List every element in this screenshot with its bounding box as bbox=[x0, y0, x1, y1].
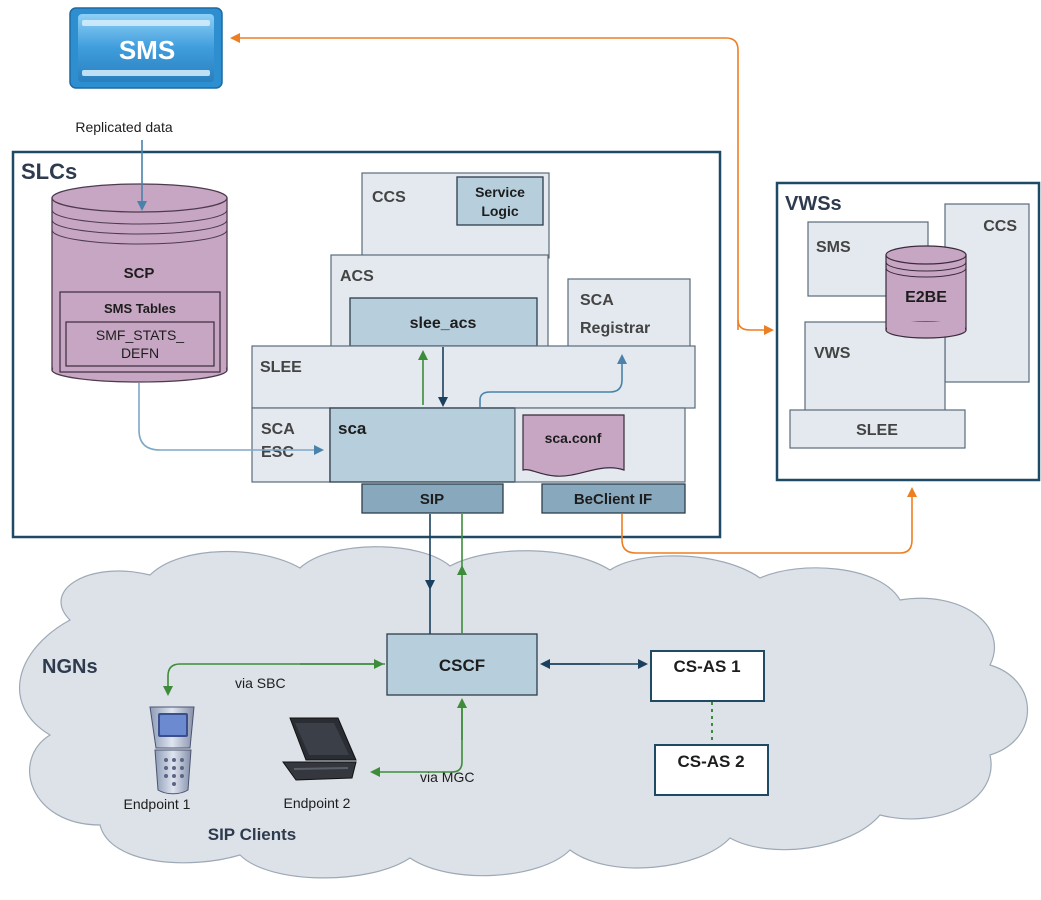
arrow-sca-to-registrar bbox=[479, 354, 627, 407]
sip-box bbox=[361, 483, 504, 514]
sms-tables-label: SMS Tables bbox=[104, 301, 176, 316]
mobile-phone-icon bbox=[149, 706, 195, 795]
vwss-ccs-label: CCS bbox=[983, 218, 1017, 235]
arrow-sms-vwss bbox=[230, 33, 739, 330]
service-logic-line2: Logic bbox=[481, 203, 519, 219]
sip-label: SIP bbox=[420, 491, 444, 508]
scp-label: SCP bbox=[124, 265, 155, 282]
endpoint-2-label: Endpoint 2 bbox=[284, 795, 351, 811]
ngns-cloud bbox=[18, 546, 1028, 879]
cs-as-2-label: CS-AS 2 bbox=[677, 752, 744, 771]
acs-label: ACS bbox=[340, 268, 374, 285]
sca-esc-line2: ESC bbox=[261, 444, 294, 461]
vwss-slee-box bbox=[789, 409, 966, 449]
slee-label: SLEE bbox=[260, 359, 302, 376]
smf-stats-defn-line1: SMF_STATS_ bbox=[96, 327, 184, 343]
service-logic-line1: Service bbox=[475, 184, 525, 200]
sca-registrar-box bbox=[567, 278, 691, 352]
slee-acs-label: slee_acs bbox=[410, 315, 477, 332]
slee-band bbox=[251, 345, 696, 409]
sca-registrar-line2: Registrar bbox=[580, 320, 650, 337]
sip-clients-label: SIP Clients bbox=[208, 825, 297, 844]
ccs-label: CCS bbox=[372, 189, 406, 206]
endpoint-1-label: Endpoint 1 bbox=[124, 796, 191, 812]
sca-box bbox=[329, 407, 516, 483]
sca-conf-label: sca.conf bbox=[545, 430, 602, 446]
replicated-data-label: Replicated data bbox=[75, 119, 173, 135]
service-logic-box bbox=[456, 176, 544, 226]
vwss-sms-label: SMS bbox=[816, 239, 851, 256]
cscf-box bbox=[386, 633, 538, 696]
vwss-slee-label: SLEE bbox=[856, 422, 898, 439]
arrow-beclient-vwss bbox=[621, 487, 917, 554]
via-mgc-label: via MGC bbox=[420, 769, 474, 785]
sca-label: sca bbox=[338, 419, 367, 438]
sms-server-icon bbox=[69, 7, 223, 89]
laptop-icon bbox=[282, 717, 357, 781]
cs-as-2-box bbox=[654, 744, 769, 796]
sms-label: SMS bbox=[119, 35, 175, 65]
cscf-label: CSCF bbox=[439, 656, 485, 675]
sca-esc-line1: SCA bbox=[261, 421, 295, 438]
e2be-label: E2BE bbox=[905, 289, 947, 306]
beclient-if-label: BeClient IF bbox=[574, 491, 652, 508]
e2be-database bbox=[885, 245, 967, 339]
via-sbc-label: via SBC bbox=[235, 675, 286, 691]
slcs-title: SLCs bbox=[21, 159, 77, 184]
smf-stats-defn-box bbox=[65, 321, 215, 367]
arrow-cscf-to-endpoint-1 bbox=[163, 663, 385, 696]
sca-registrar-line1: SCA bbox=[580, 292, 614, 309]
slee-acs-box bbox=[349, 297, 538, 347]
vwss-title: VWSs bbox=[785, 193, 842, 215]
arrow-scp-to-sca-esc bbox=[138, 383, 324, 455]
beclient-if-box bbox=[541, 483, 686, 514]
smf-stats-defn-line2: DEFN bbox=[121, 345, 159, 361]
cs-as-1-box bbox=[650, 650, 765, 702]
sca-conf-document-icon bbox=[522, 414, 625, 477]
arrow-cscf-to-endpoint-2 bbox=[370, 702, 463, 777]
ngns-title: NGNs bbox=[42, 656, 98, 678]
arrow-sms-vwss-end bbox=[737, 319, 774, 335]
cs-as-1-label: CS-AS 1 bbox=[673, 657, 740, 676]
vwss-vws-label: VWS bbox=[814, 345, 851, 362]
